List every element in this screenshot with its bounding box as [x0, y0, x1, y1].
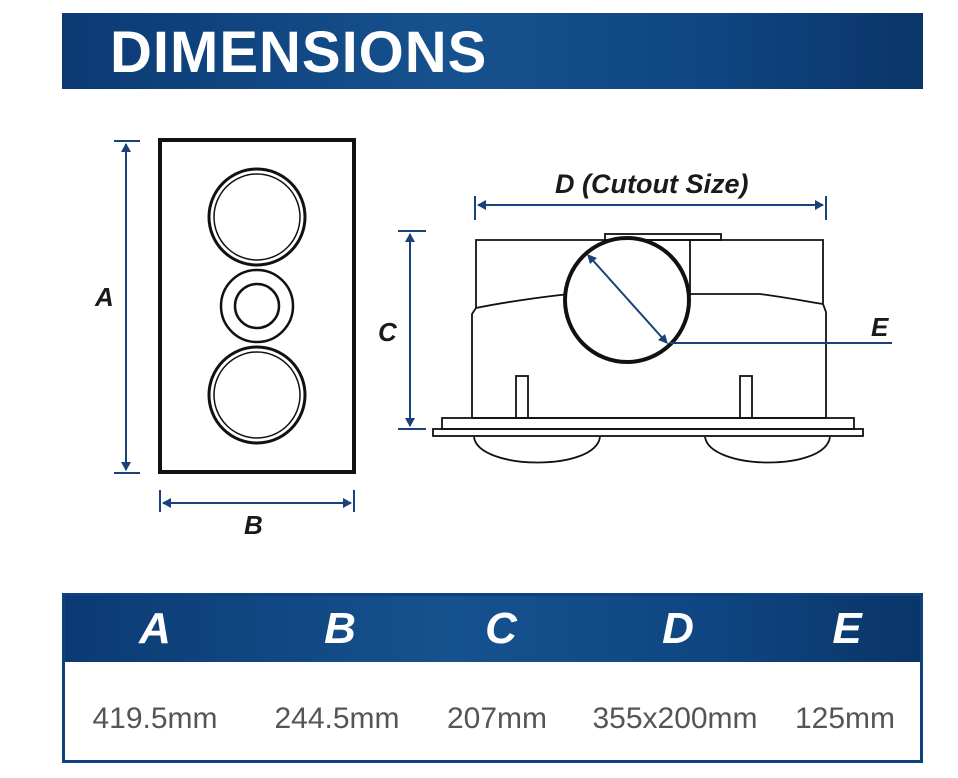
- label-b: B: [244, 510, 263, 540]
- bottom-lamp-inner: [213, 351, 301, 439]
- left-lamp-dome: [473, 436, 601, 464]
- trim-plate: [432, 428, 864, 437]
- value-c: 207mm: [446, 702, 548, 735]
- duct-outlet-circle: [563, 236, 691, 364]
- value-a: 419.5mm: [92, 702, 218, 735]
- dimensions-table: A B C D E 419.5mm 244.5mm 207mm 355x200m…: [62, 593, 923, 763]
- bottom-lamp-outer: [207, 345, 307, 445]
- value-e: 125mm: [794, 702, 896, 735]
- title-banner: DIMENSIONS: [62, 13, 923, 89]
- header-b: B: [324, 604, 356, 653]
- front-view: [158, 138, 356, 474]
- header-c: C: [485, 604, 517, 653]
- dimension-diagram: A B C D (Cutout Size): [94, 138, 892, 540]
- right-lamp-dome: [704, 436, 831, 464]
- trim-flange: [441, 417, 855, 430]
- dimension-a: [114, 140, 140, 474]
- dimension-c: [398, 230, 426, 430]
- side-view: [432, 233, 864, 464]
- header-d: D: [662, 604, 694, 653]
- header-e: E: [832, 604, 862, 653]
- value-b: 244.5mm: [274, 702, 400, 735]
- top-lamp-outer: [207, 167, 307, 267]
- left-spring-clip: [515, 375, 529, 419]
- top-lamp-inner: [213, 173, 301, 261]
- label-a: A: [94, 282, 114, 312]
- table-header-row: A B C D E: [65, 596, 920, 662]
- page-title: DIMENSIONS: [110, 20, 488, 85]
- dimension-b: [159, 490, 355, 512]
- front-view-outline: [158, 138, 356, 474]
- label-c: C: [378, 317, 398, 347]
- label-e: E: [871, 312, 889, 342]
- dimension-e: [587, 254, 892, 344]
- label-d: D (Cutout Size): [555, 169, 748, 199]
- value-d: 355x200mm: [592, 702, 758, 735]
- fan-grille-outer: [219, 268, 295, 344]
- dimension-d: [474, 196, 827, 220]
- fan-grille-inner: [233, 282, 281, 330]
- header-a: A: [139, 604, 171, 653]
- right-spring-clip: [739, 375, 753, 419]
